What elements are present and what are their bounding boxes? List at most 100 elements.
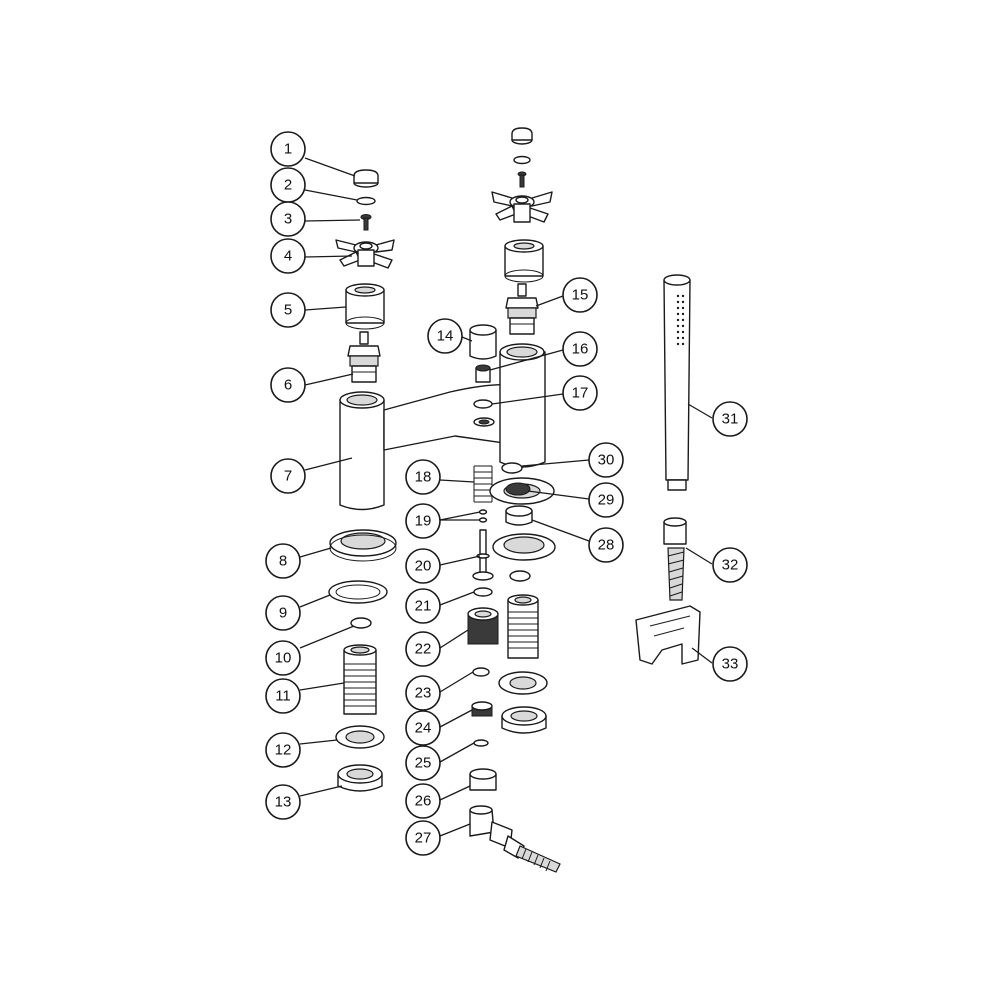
callout-33: 33: [712, 646, 748, 682]
callout-18-label: 18: [415, 469, 432, 486]
callout-27: 27: [405, 820, 441, 856]
part-shower-handset: [663, 274, 691, 491]
callout-20: 20: [405, 548, 441, 584]
callout-16: 16: [562, 331, 598, 367]
part-cross-handle-left: [335, 239, 395, 269]
part-washer-small-right: [513, 155, 531, 165]
callout-32: 32: [712, 547, 748, 583]
part-wall-bracket: [635, 605, 701, 665]
callout-12: 12: [265, 732, 301, 768]
callout-16-label: 16: [572, 341, 589, 358]
part-threaded-shank-left: [343, 644, 377, 715]
callout-12-label: 12: [275, 742, 292, 759]
callout-4: 4: [270, 238, 306, 274]
callout-1-label: 1: [284, 141, 292, 158]
callout-23: 23: [405, 675, 441, 711]
callout-31: 31: [712, 401, 748, 437]
callout-20-label: 20: [415, 558, 432, 575]
callout-21: 21: [405, 588, 441, 624]
callout-23-label: 23: [415, 685, 432, 702]
part-cross-handle-right: [491, 191, 553, 223]
part-cap-right: [511, 127, 533, 145]
part-shroud-left: [345, 283, 385, 330]
leader-lines: [299, 157, 713, 837]
callout-17-label: 17: [572, 385, 589, 402]
callout-10-label: 10: [275, 650, 292, 667]
callout-2: 2: [270, 167, 306, 203]
part-diverter-knob: [469, 324, 497, 360]
callout-13-label: 13: [275, 794, 292, 811]
callout-4-label: 4: [284, 248, 292, 265]
part-backnut-right: [501, 706, 547, 734]
part-threaded-shank-right: [507, 594, 539, 659]
part-washer-25: [473, 739, 489, 747]
callout-3-label: 3: [284, 211, 292, 228]
callout-7-label: 7: [284, 468, 292, 485]
callout-28-label: 28: [598, 537, 615, 554]
part-aerator: [505, 505, 533, 526]
callout-25: 25: [405, 745, 441, 781]
callout-10: 10: [265, 640, 301, 676]
part-bath-spout-seal: [489, 477, 555, 505]
part-diverter-body: [475, 364, 491, 383]
part-cartridge-left: [347, 331, 381, 383]
callout-14: 14: [427, 318, 463, 354]
callout-30: 30: [588, 442, 624, 478]
part-o-ring-left: [350, 617, 372, 629]
part-hex-nut: [469, 768, 497, 791]
callout-15-label: 15: [572, 287, 589, 304]
callout-32-label: 32: [722, 557, 739, 574]
part-washer-right: [498, 671, 548, 695]
callout-14-label: 14: [437, 328, 454, 345]
callout-6: 6: [270, 367, 306, 403]
part-screw-left: [360, 214, 372, 231]
callout-6-label: 6: [284, 377, 292, 394]
callout-22: 22: [405, 631, 441, 667]
callout-31-label: 31: [722, 411, 739, 428]
callout-21-label: 21: [415, 598, 432, 615]
part-washer-30: [501, 462, 523, 474]
callout-25-label: 25: [415, 755, 432, 772]
callout-19: 19: [405, 503, 441, 539]
callout-11-label: 11: [275, 688, 291, 705]
callout-28: 28: [588, 527, 624, 563]
callout-22-label: 22: [415, 641, 432, 658]
part-backnut-left: [337, 764, 383, 792]
part-shroud-right: [504, 239, 544, 283]
callout-11: 11: [265, 678, 301, 714]
part-cartridge-right: [505, 283, 539, 335]
callout-3: 3: [270, 201, 306, 237]
part-hex-nipple: [471, 701, 493, 717]
part-shower-hose: [663, 517, 687, 601]
part-diverter-o-ring: [473, 399, 493, 409]
callout-26-label: 26: [415, 793, 432, 810]
part-screw-right: [517, 171, 527, 188]
callout-8-label: 8: [279, 553, 287, 570]
callout-19-label: 19: [415, 513, 432, 530]
part-diverter-washer: [473, 587, 493, 597]
part-diverter-housing: [467, 607, 499, 645]
part-diverter-stem: [472, 529, 494, 581]
part-washer-23: [472, 667, 490, 677]
callout-29-label: 29: [598, 492, 615, 509]
part-small-o-rings: [478, 509, 488, 523]
part-spring: [473, 465, 493, 503]
callout-27-label: 27: [415, 830, 432, 847]
part-washer-left: [335, 725, 385, 749]
part-base-plate-left: [329, 529, 397, 562]
callout-30-label: 30: [598, 452, 615, 469]
callout-7: 7: [270, 458, 306, 494]
callout-26: 26: [405, 783, 441, 819]
callout-24: 24: [405, 710, 441, 746]
part-elbow-hose-connector: [469, 805, 561, 873]
callout-5-label: 5: [284, 302, 292, 319]
callout-33-label: 33: [722, 656, 739, 673]
callout-24-label: 24: [415, 720, 432, 737]
callout-8: 8: [265, 543, 301, 579]
part-washer-small-left: [356, 196, 376, 206]
callout-13: 13: [265, 784, 301, 820]
part-cap-left: [353, 169, 379, 188]
callout-17: 17: [562, 375, 598, 411]
callout-29: 29: [588, 482, 624, 518]
